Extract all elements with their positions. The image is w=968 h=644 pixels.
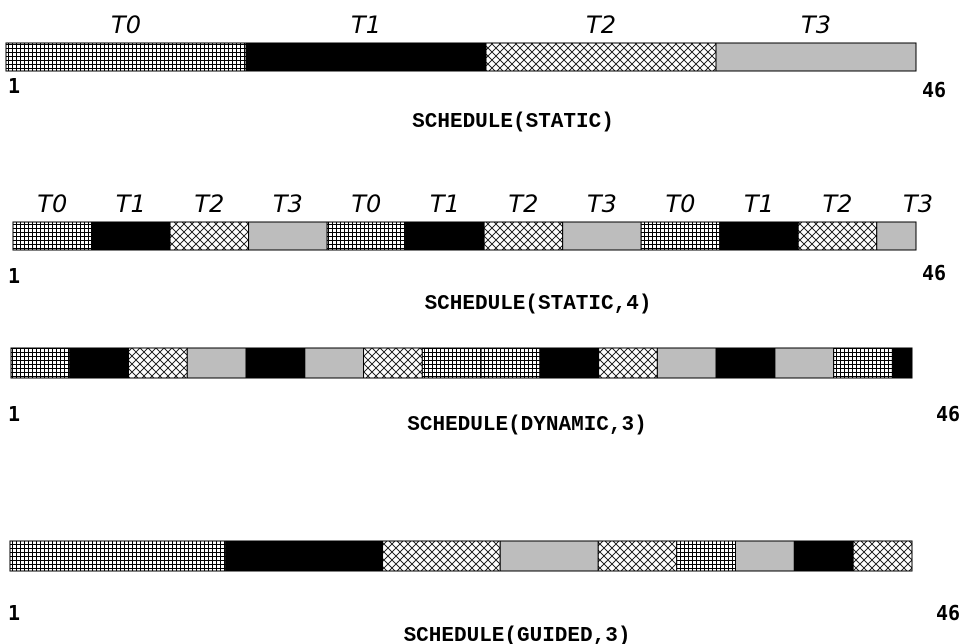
- chunk-t3: [248, 221, 328, 251]
- chunk-t3: [499, 540, 599, 572]
- thread-label: T2: [586, 11, 616, 39]
- thread-label: T1: [744, 190, 774, 218]
- end-iteration-label: 46: [936, 402, 960, 426]
- thread-label: T3: [903, 190, 933, 218]
- start-iteration-label: 1: [8, 74, 20, 98]
- chunk-t2: [485, 42, 717, 72]
- thread-label: T1: [430, 190, 460, 218]
- thread-label: T3: [273, 190, 303, 218]
- chunk-t1: [245, 42, 487, 72]
- schedule-row-static: T0 T1 T2 T3 1 46 SCHEDULE(STATIC): [5, 11, 946, 134]
- chunk-t0: [10, 347, 71, 379]
- chunk-t0: [676, 540, 737, 572]
- start-iteration-label: 1: [8, 601, 20, 625]
- chunk-t2: [797, 221, 878, 251]
- thread-label: T1: [116, 190, 146, 218]
- schedule-caption: SCHEDULE(DYNAMIC,3): [407, 414, 646, 437]
- chunk-t0: [326, 221, 407, 251]
- start-iteration-label: 1: [8, 402, 20, 426]
- schedule-row-guided-3: 1 46 SCHEDULE(GUIDED,3): [8, 540, 960, 644]
- chunk-t0: [480, 347, 541, 379]
- chunk-t1: [245, 347, 306, 379]
- chunk-t2: [363, 347, 423, 379]
- chunk-t3: [774, 347, 835, 379]
- chunk-t1: [69, 347, 130, 379]
- schedule-caption: SCHEDULE(GUIDED,3): [404, 625, 631, 644]
- chunk-t2: [483, 221, 564, 251]
- thread-label: T2: [194, 190, 224, 218]
- chunk-t2: [597, 540, 678, 572]
- chunk-t0: [640, 221, 721, 251]
- thread-label: T0: [111, 11, 141, 39]
- chunk-t3: [876, 221, 917, 251]
- thread-label: T3: [587, 190, 617, 218]
- thread-label: T3: [801, 11, 831, 39]
- thread-label: T2: [508, 190, 538, 218]
- chunk-t3: [562, 221, 642, 251]
- chunk-t1: [715, 347, 776, 379]
- chunk-t1: [539, 347, 600, 379]
- end-iteration-label: 46: [922, 78, 946, 102]
- chunk-t0: [5, 42, 247, 72]
- schedule-row-static-4: T0 T1 T2 T3 T0 T1 T2 T3 T0 T1 T2 T3 1 46 SCHEDULE(S…: [8, 190, 946, 316]
- schedule-row-dynamic-3: 1 46 SCHEDULE(DYNAMIC,3): [8, 347, 960, 437]
- end-iteration-label: 46: [936, 601, 960, 625]
- chunk-t0: [9, 540, 227, 572]
- chunk-t0: [833, 347, 893, 379]
- chunk-t3: [304, 347, 365, 379]
- chunk-t1: [719, 221, 799, 251]
- chunk-t3: [735, 540, 795, 572]
- chunk-t0: [12, 221, 93, 251]
- end-iteration-label: 46: [922, 261, 946, 285]
- chunk-t3: [186, 347, 247, 379]
- schedule-caption: SCHEDULE(STATIC): [412, 111, 614, 134]
- chunk-t1: [225, 540, 384, 572]
- start-iteration-label: 1: [8, 264, 20, 288]
- chunk-t3: [656, 347, 717, 379]
- chunk-t0: [421, 347, 482, 379]
- thread-label: T1: [351, 11, 381, 39]
- thread-label: T0: [37, 190, 67, 218]
- chunk-t1: [91, 221, 171, 251]
- chunk-t2: [598, 347, 658, 379]
- thread-label: T0: [351, 190, 381, 218]
- chunk-t3: [715, 42, 917, 72]
- chunk-t1: [891, 347, 913, 379]
- chunk-t2: [128, 347, 188, 379]
- thread-label: T2: [823, 190, 853, 218]
- chunk-t2: [169, 221, 250, 251]
- chunk-t1: [793, 540, 854, 572]
- thread-label: T0: [665, 190, 695, 218]
- chunk-t2: [382, 540, 501, 572]
- chunk-t1: [405, 221, 485, 251]
- schedule-caption: SCHEDULE(STATIC,4): [425, 293, 652, 316]
- chunk-t2: [852, 540, 913, 572]
